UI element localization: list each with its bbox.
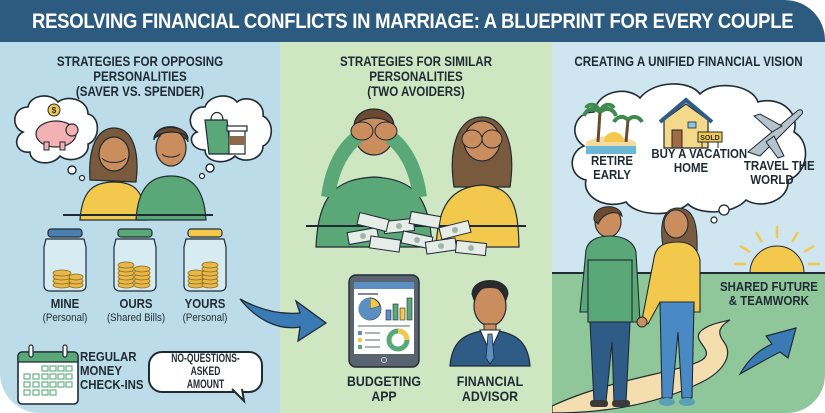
goal-vacation-home-label: BUY A VACATION HOME [651,146,748,175]
table-line [306,225,526,227]
no-questions-speech-bubble: NO-QUESTIONS-ASKED AMOUNT [148,351,263,393]
goal-label-line: WORLD [750,172,794,187]
jar-label: MINE [50,296,80,311]
financial-advisor-icon [449,280,531,367]
calendar-icon [17,344,79,405]
jar-ours-label: OURS (Shared Bills) [103,297,170,325]
checkins-label: REGULAR MONEY CHECK-INS [80,350,144,392]
couple-saver-spender-illustration [79,126,207,221]
future-label-line: & TEAMWORK [728,293,809,308]
panel-title-line2: (TWO AVOIDERS) [367,84,465,99]
curved-arrow-icon [239,298,328,343]
jar-ours-icon [113,228,157,292]
shopping-thought-bubble [189,95,273,180]
panel-unified-vision: CREATING A UNIFIED FINANCIAL VISION [552,42,825,413]
speech-bubble-tail [231,388,246,404]
page-title: RESOLVING FINANCIAL CONFLICTS IN MARRIAG… [31,8,794,33]
piggy-bank-thought-bubble: $ [14,95,99,182]
scattered-cash-icon [346,210,488,257]
tool-label-line: FINANCIAL [456,373,524,389]
header-banner: RESOLVING FINANCIAL CONFLICTS IN MARRIAG… [0,0,825,42]
panel-similar-personalities: STRATEGIES FOR SIMILAR PERSONALITIES (TW… [280,42,552,413]
tool-label-line: ADVISOR [461,388,519,404]
goal-label-line: TRAVEL THE [743,158,815,173]
ground-line [63,214,213,216]
tool-label-line: BUDGETING [347,373,421,389]
sunrise-icon [734,226,820,274]
jar-mine-label: MINE (Personal) [34,297,96,325]
palm-beach-icon [582,102,644,154]
shared-future-label: SHARED FUTURE & TEAMWORK [720,279,818,308]
svg-text:$: $ [52,106,57,115]
jar-mine-icon [43,228,87,292]
goals-thought-cloud: SOLD [571,83,807,224]
jar-label: YOURS [184,296,226,311]
panel-title-line1: STRATEGIES FOR OPPOSING PERSONALITIES [56,54,224,84]
upward-arrow-icon [738,327,797,376]
tool-label-line: APP [371,388,397,404]
goal-retire-early-label: RETIRE EARLY [586,154,639,182]
jar-sublabel: (Personal) [42,312,88,324]
checkins-line: MONEY [80,363,122,378]
piggy-bank-icon: $ [35,103,79,151]
walking-couple-illustration [579,206,701,407]
goal-label-line: BUY A VACATION [651,146,748,161]
speech-line: NO-QUESTIONS-ASKED [171,352,240,378]
goal-label-line: EARLY [593,167,631,182]
goal-label-line: HOME [673,160,709,175]
house-sold-icon: SOLD [658,97,723,149]
jar-sublabel: (Personal) [182,312,228,324]
avoiders-couple-illustration [315,108,520,248]
checkins-line: REGULAR [80,349,137,364]
jar-sublabel: (Shared Bills) [106,312,166,324]
budgeting-app-tablet-icon [348,274,420,368]
speech-line: AMOUNT [186,378,225,391]
coffee-cup-icon [226,125,248,155]
panel-title-line2: (SAVER VS. SPENDER) [75,84,205,99]
jar-label: OURS [119,296,153,311]
panel-title: STRATEGIES FOR SIMILAR PERSONALITIES (TW… [299,54,533,99]
panel-opposing-personalities: STRATEGIES FOR OPPOSING PERSONALITIES (S… [0,42,280,413]
financial-advisor-label: FINANCIAL ADVISOR [450,374,531,404]
checkins-line: CHECK-INS [80,377,144,392]
airplane-icon [746,109,803,159]
jar-yours-icon [183,228,227,292]
jar-yours-label: YOURS (Personal) [174,297,236,325]
future-label-line: SHARED FUTURE [720,279,818,294]
panel-title-line1: STRATEGIES FOR SIMILAR PERSONALITIES [339,54,493,84]
budgeting-app-label: BUDGETING APP [344,374,425,404]
goal-travel-world-label: TRAVEL THE WORLD [743,158,815,187]
panel-title: CREATING A UNIFIED FINANCIAL VISION [574,54,803,69]
panel-title: STRATEGIES FOR OPPOSING PERSONALITIES (S… [20,54,261,99]
svg-text:SOLD: SOLD [700,135,719,142]
goal-label-line: RETIRE [591,153,633,168]
